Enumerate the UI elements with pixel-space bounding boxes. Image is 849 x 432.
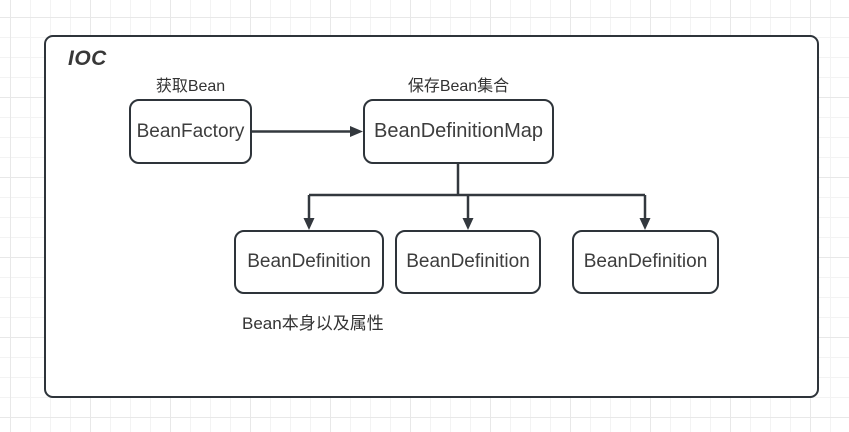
node-bean-factory-label: BeanFactory: [136, 120, 245, 142]
node-bean-definition-map[interactable]: BeanDefinitionMap: [363, 99, 554, 164]
edge-factory-to-map[interactable]: [252, 126, 363, 137]
edge-map-to-definition-1[interactable]: [303, 195, 315, 230]
arrowhead-down-icon: [462, 218, 474, 230]
arrowhead-down-icon: [303, 218, 315, 230]
arrowhead-down-icon: [639, 218, 651, 230]
node-bean-definition-3[interactable]: BeanDefinition: [572, 230, 719, 294]
node-bean-definition-1-label: BeanDefinition: [247, 251, 371, 272]
node-bean-definition-3-label: BeanDefinition: [583, 251, 708, 272]
node-bean-definition-2-label: BeanDefinition: [406, 251, 530, 272]
edge-map-to-definition-3[interactable]: [639, 195, 651, 230]
caption-bean-self-and-attributes[interactable]: Bean本身以及属性: [242, 314, 384, 333]
ioc-container-shape[interactable]: IOC: [44, 35, 819, 398]
caption-save-bean-collection[interactable]: 保存Bean集合: [407, 78, 510, 95]
arrowhead-right-icon: [350, 126, 363, 137]
node-bean-definition-2[interactable]: BeanDefinition: [395, 230, 541, 294]
node-bean-factory[interactable]: BeanFactory: [129, 99, 252, 164]
edge-map-to-definition-2[interactable]: [462, 195, 474, 230]
node-bean-definition-map-label: BeanDefinitionMap: [374, 120, 543, 142]
node-bean-definition-1[interactable]: BeanDefinition: [234, 230, 384, 294]
edges-layer: [252, 126, 651, 230]
caption-get-bean[interactable]: 获取Bean: [155, 78, 226, 95]
ioc-container-label: IOC: [68, 47, 107, 70]
edge-map-to-definitions[interactable]: [309, 164, 645, 197]
